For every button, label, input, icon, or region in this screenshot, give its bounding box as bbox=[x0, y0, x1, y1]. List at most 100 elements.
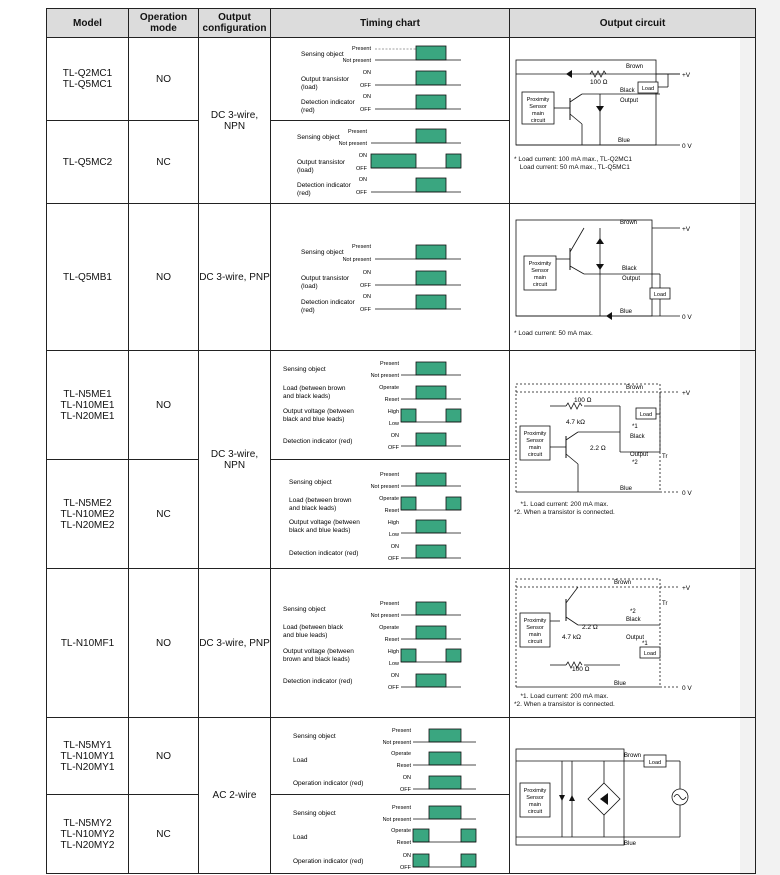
mode-cell: NO bbox=[128, 37, 199, 121]
circuit-note: * Load current: 50 mA max. bbox=[514, 330, 593, 337]
svg-text:circuit: circuit bbox=[531, 118, 546, 124]
svg-text:Operate: Operate bbox=[391, 828, 411, 834]
svg-text:OFF: OFF bbox=[356, 190, 368, 196]
svg-text:OFF: OFF bbox=[360, 307, 372, 313]
svg-text:Blue: Blue bbox=[620, 309, 633, 315]
svg-text:Low: Low bbox=[389, 532, 399, 538]
circuit-npn-2: Brown +V 100 Ω 4.7 kΩ 2.2 Ω Proximity Se… bbox=[515, 383, 692, 497]
svg-text:(load): (load) bbox=[297, 167, 314, 174]
svg-text:Sensor: Sensor bbox=[526, 625, 544, 631]
mode-cell: NO bbox=[128, 568, 199, 718]
svg-text:Sensing object: Sensing object bbox=[297, 134, 340, 141]
svg-text:OFF: OFF bbox=[356, 166, 368, 172]
output-circuit: Brown +V Proximity Sensor main circuit B… bbox=[509, 203, 756, 351]
svg-text:Output: Output bbox=[630, 452, 648, 458]
svg-text:Reset: Reset bbox=[397, 763, 412, 769]
svg-text:Black: Black bbox=[620, 88, 636, 94]
svg-text:ON: ON bbox=[391, 433, 399, 439]
timing-svg: Sensing object Present Not present Load … bbox=[293, 728, 476, 793]
svg-text:4.7 kΩ: 4.7 kΩ bbox=[562, 634, 581, 641]
svg-text:Not present: Not present bbox=[371, 484, 400, 490]
circuit-pnp-1: Brown +V Proximity Sensor main circuit B… bbox=[515, 219, 692, 321]
timing-chart: Sensing object Present Not present Outpu… bbox=[270, 120, 510, 204]
svg-text:Output: Output bbox=[626, 635, 644, 641]
svg-text:100 Ω: 100 Ω bbox=[574, 397, 592, 404]
svg-text:Sensing object: Sensing object bbox=[289, 479, 332, 486]
svg-text:Not present: Not present bbox=[371, 373, 400, 379]
svg-text:Load: Load bbox=[293, 757, 308, 764]
config-cell: AC 2-wire bbox=[198, 717, 271, 874]
header-circuit: Output circuit bbox=[509, 8, 756, 38]
svg-text:(red): (red) bbox=[301, 307, 315, 314]
svg-text:Sensing object: Sensing object bbox=[283, 366, 326, 373]
svg-text:*2: *2 bbox=[632, 460, 638, 466]
model-cell: TL-N5ME2 TL-N10ME2 TL-N20ME2 bbox=[46, 459, 129, 569]
svg-text:Not present: Not present bbox=[339, 141, 368, 147]
model-cell: TL-Q2MC1 TL-Q5MC1 bbox=[46, 37, 129, 121]
svg-text:Not present: Not present bbox=[371, 613, 400, 619]
svg-text:(load): (load) bbox=[301, 283, 318, 290]
svg-text:Reset: Reset bbox=[385, 397, 400, 403]
svg-text:Output voltage (between: Output voltage (between bbox=[283, 408, 354, 415]
svg-text:Operate: Operate bbox=[379, 625, 399, 631]
model-cell: TL-N5ME1 TL-N10ME1 TL-N20ME1 bbox=[46, 350, 129, 460]
svg-text:OFF: OFF bbox=[400, 865, 412, 871]
timing-chart: Sensing object Present Not present Load … bbox=[270, 717, 510, 795]
svg-text:Present: Present bbox=[380, 472, 399, 478]
svg-text:Low: Low bbox=[389, 661, 399, 667]
svg-text:Detection indicator: Detection indicator bbox=[301, 299, 356, 306]
table-row: TL-N5ME1 TL-N10ME1 TL-N20ME1 NO DC 3-wir… bbox=[46, 350, 756, 569]
svg-text:ON: ON bbox=[363, 70, 371, 76]
svg-text:Blue: Blue bbox=[614, 681, 627, 687]
header-row: Model Operation mode Output configuratio… bbox=[46, 8, 756, 38]
output-circuit: Brown +V 100 Ω Proximity Sensor main cir… bbox=[509, 37, 756, 204]
svg-text:2.2 Ω: 2.2 Ω bbox=[582, 624, 598, 631]
svg-text:circuit: circuit bbox=[528, 809, 543, 815]
table-row: TL-N5MY2 TL-N10MY2 TL-N20MY2 NC Sensing … bbox=[46, 794, 756, 874]
svg-text:OFF: OFF bbox=[360, 83, 372, 89]
svg-text:Not present: Not present bbox=[383, 740, 412, 746]
mode-cell: NO bbox=[128, 717, 199, 795]
svg-text:Load: Load bbox=[654, 292, 666, 298]
svg-text:(red): (red) bbox=[297, 190, 311, 197]
svg-text:Operate: Operate bbox=[379, 385, 399, 391]
header-model: Model bbox=[46, 8, 129, 38]
timing-svg: Sensing object Present Not present Outpu… bbox=[301, 45, 461, 114]
svg-text:OFF: OFF bbox=[388, 556, 400, 562]
svg-text:Detection indicator (red): Detection indicator (red) bbox=[283, 438, 352, 445]
table-row: TL-Q2MC1 TL-Q5MC1 NO DC 3-wire, NPN Sens… bbox=[46, 37, 756, 204]
pulse bbox=[415, 70, 447, 86]
svg-text:main: main bbox=[529, 632, 541, 638]
svg-text:2.2 Ω: 2.2 Ω bbox=[590, 445, 606, 452]
svg-text:*1: *1 bbox=[632, 424, 638, 430]
lbl: Present bbox=[352, 46, 371, 52]
svg-text:+V: +V bbox=[682, 585, 691, 592]
svg-text:Present: Present bbox=[392, 728, 411, 734]
svg-text:100 Ω: 100 Ω bbox=[572, 666, 590, 673]
model-cell: TL-Q5MB1 bbox=[46, 203, 129, 351]
circuit-note: *1. Load current: 200 mA max. *2. When a… bbox=[514, 693, 615, 708]
svg-text:Sensing object: Sensing object bbox=[293, 810, 336, 817]
svg-text:OFF: OFF bbox=[360, 283, 372, 289]
output-circuit: Brown +V 100 Ω 4.7 kΩ 2.2 Ω Proximity Se… bbox=[509, 350, 756, 569]
svg-text:Sensor: Sensor bbox=[526, 438, 544, 444]
svg-text:Brown: Brown bbox=[626, 385, 643, 391]
svg-text:Not present: Not present bbox=[343, 257, 372, 263]
svg-text:Present: Present bbox=[348, 129, 367, 135]
svg-text:Present: Present bbox=[380, 601, 399, 607]
svg-text:Present: Present bbox=[392, 805, 411, 811]
timing-chart: Sensing object Present Not present Load … bbox=[270, 350, 510, 460]
spec-table: Model Operation mode Output configuratio… bbox=[46, 8, 756, 874]
svg-text:Operate: Operate bbox=[379, 496, 399, 502]
svg-text:and black leads): and black leads) bbox=[289, 505, 336, 512]
header-config: Output configuration bbox=[198, 8, 271, 38]
svg-text:Detection indicator (red): Detection indicator (red) bbox=[283, 678, 352, 685]
mode-cell: NC bbox=[128, 459, 199, 569]
svg-text:Output: Output bbox=[620, 98, 638, 104]
svg-text:Not present: Not present bbox=[383, 817, 412, 823]
svg-text:Sensor: Sensor bbox=[531, 268, 549, 274]
svg-text:Detection indicator: Detection indicator bbox=[297, 182, 352, 189]
svg-text:High: High bbox=[388, 520, 399, 526]
timing-svg: Sensing object Present Not present Load … bbox=[289, 472, 462, 562]
circuit-note: *1. Load current: 200 mA max. *2. When a… bbox=[514, 501, 615, 516]
